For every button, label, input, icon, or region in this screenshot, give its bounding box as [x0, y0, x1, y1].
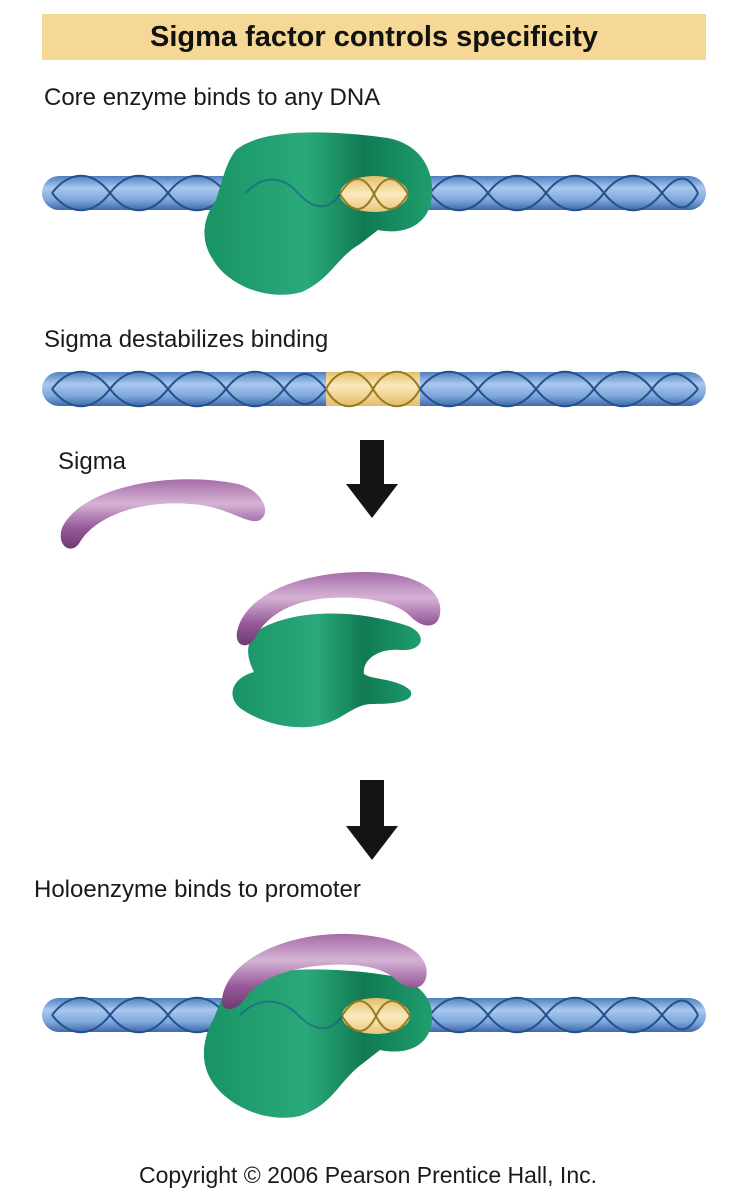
copyright-text: Copyright © 2006 Pearson Prentice Hall, …	[138, 1162, 597, 1188]
label-holoenzyme: Holoenzyme binds to promoter	[34, 876, 361, 903]
copyright-notice: Copyright © 2006 Pearson Prentice Hall, …	[0, 1162, 736, 1189]
core-enzyme-holoenzyme	[232, 613, 421, 728]
sigma-factor-free	[60, 479, 266, 549]
label-sigma: Sigma	[58, 448, 127, 475]
label-sigma-destabilizes: Sigma destabilizes binding	[44, 326, 329, 353]
arrow-down-1	[346, 440, 398, 518]
arrow-down-2	[346, 780, 398, 860]
sigma-factor-bound	[236, 572, 441, 646]
title-banner: Sigma factor controls specificity	[42, 14, 706, 60]
label-core-enzyme: Core enzyme binds to any DNA	[44, 84, 381, 111]
core-enzyme-1	[204, 132, 433, 295]
dna-helix-2	[42, 370, 706, 408]
diagram-title: Sigma factor controls specificity	[149, 20, 598, 53]
sigma-factor-on-promoter	[221, 933, 427, 1009]
